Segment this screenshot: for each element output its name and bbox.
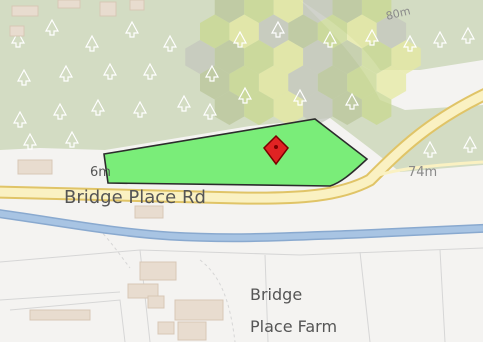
building — [157, 321, 175, 335]
hex-cell — [303, 91, 333, 125]
tree-icon — [64, 130, 80, 148]
place-label-line1: Bridge — [250, 285, 302, 304]
building — [99, 1, 117, 17]
hex-cell — [361, 91, 392, 125]
hex-cell — [347, 65, 377, 100]
contour-label-top: 80m — [385, 4, 412, 23]
tree-symbols — [10, 18, 478, 158]
tree-icon — [10, 30, 26, 48]
hex-cell — [185, 40, 215, 74]
hex-cell — [258, 65, 289, 100]
tree-icon — [202, 102, 218, 120]
field-line — [0, 291, 121, 301]
tree-icon — [22, 132, 38, 150]
tree-icon — [44, 18, 60, 36]
hex-cell — [214, 0, 245, 23]
river-core — [0, 210, 483, 241]
building — [147, 295, 165, 309]
building — [29, 309, 91, 321]
place-label-line2: Place Farm — [250, 317, 337, 336]
hex-cell — [273, 0, 304, 23]
tree-icon — [422, 140, 438, 158]
tree-icon — [270, 20, 286, 38]
tree-icon — [142, 62, 158, 80]
tree-icon — [292, 88, 308, 106]
tree-icon — [232, 30, 248, 48]
hex-cell — [214, 91, 245, 125]
hex-cell — [317, 65, 348, 100]
hex-cell — [214, 40, 245, 74]
road-label: Bridge Place Rd — [64, 187, 206, 208]
tree-icon — [432, 30, 448, 48]
hex-cell — [273, 91, 304, 125]
minor-road — [369, 160, 483, 180]
hex-cell — [273, 40, 304, 74]
hex-cell — [303, 0, 333, 23]
field-line — [264, 254, 269, 342]
hex-cell — [229, 14, 259, 49]
field-line — [0, 247, 483, 263]
building — [177, 321, 207, 341]
building — [174, 299, 224, 321]
tree-icon — [16, 68, 32, 86]
site-boundary[interactable] — [103, 118, 369, 187]
hex-cell — [376, 14, 407, 49]
tree-icon — [124, 20, 140, 38]
hex-cell — [244, 40, 274, 74]
tree-icon — [58, 64, 74, 82]
road — [0, 90, 483, 203]
hex-cell — [332, 0, 362, 23]
hex-cell — [288, 65, 318, 100]
tree-icon — [204, 64, 220, 82]
contour-label-left: 6m — [90, 165, 111, 180]
building — [9, 25, 25, 37]
location-pin-icon[interactable] — [263, 134, 289, 166]
tree-icon — [344, 92, 360, 110]
field-line — [439, 249, 446, 342]
building — [17, 159, 53, 175]
tree-icon — [176, 94, 192, 112]
building — [127, 283, 159, 299]
tree-icon — [102, 62, 118, 80]
hex-cell — [200, 14, 230, 49]
building — [57, 0, 81, 9]
contour-label-right: 74m — [408, 165, 437, 180]
tree-icon — [322, 30, 338, 48]
building — [134, 205, 164, 219]
hex-cell — [391, 40, 421, 74]
tree-icon — [402, 34, 418, 52]
field-line — [9, 299, 126, 342]
hex-cell — [229, 65, 259, 100]
building — [129, 0, 145, 11]
tree-icon — [90, 98, 106, 116]
tree-icon — [364, 28, 380, 46]
hex-cell — [244, 0, 274, 23]
tree-icon — [84, 34, 100, 52]
hex-cell — [332, 40, 362, 74]
building — [11, 5, 39, 17]
buildings — [9, 0, 224, 341]
hex-cell — [361, 40, 392, 74]
tree-icon — [460, 26, 476, 44]
tree-icon — [52, 102, 68, 120]
tree-icon — [12, 110, 28, 128]
hex-cell — [303, 40, 333, 74]
field-line — [359, 251, 371, 342]
hex-cell — [361, 0, 392, 23]
tree-icon — [237, 86, 253, 104]
tree-icon — [162, 34, 178, 52]
hex-overlay — [185, 0, 421, 125]
hex-cell — [376, 65, 407, 100]
hex-cell — [288, 14, 318, 49]
hex-cell — [347, 14, 377, 49]
tree-icon — [462, 135, 478, 153]
hex-cell — [258, 14, 289, 49]
building — [139, 261, 177, 281]
track-line — [199, 259, 236, 342]
tree-icon — [132, 100, 148, 118]
